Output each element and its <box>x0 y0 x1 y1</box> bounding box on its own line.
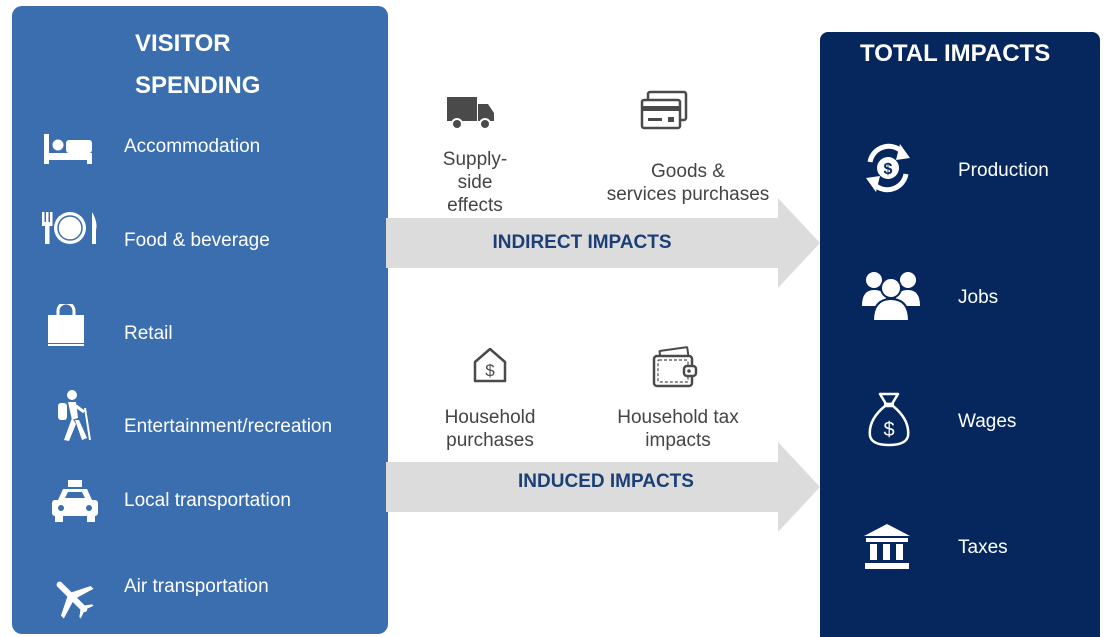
credit-card-icon <box>640 90 688 130</box>
total-impacts-panel <box>820 32 1100 637</box>
svg-text:$: $ <box>883 419 894 441</box>
svg-text:$: $ <box>884 161 893 178</box>
money-bag-icon: $ <box>868 392 910 447</box>
taxi-icon <box>52 480 98 522</box>
bank-building-icon <box>864 524 910 569</box>
cycle-dollar-icon: $ <box>866 143 910 193</box>
impact-wages: Wages <box>958 411 1017 432</box>
category-air-transportation: Air transportation <box>124 576 269 597</box>
category-food-beverage: Food & beverage <box>124 230 270 251</box>
visitor-spending-title-line2: SPENDING <box>135 72 261 99</box>
induced-impacts-arrow <box>386 442 820 532</box>
effect-supply-side: Supply- side effects <box>442 149 508 216</box>
people-icon <box>862 272 920 322</box>
bed-icon <box>44 134 92 164</box>
visitor-spending-title-line1: VISITOR <box>135 30 231 57</box>
shopping-bag-icon <box>48 304 84 346</box>
category-retail: Retail <box>124 323 173 344</box>
house-dollar-icon: $ <box>473 347 507 383</box>
category-local-transportation: Local transportation <box>124 490 291 511</box>
effect-goods-services: Goods & services purchases <box>606 161 770 205</box>
impact-production: Production <box>958 160 1049 181</box>
indirect-impacts-arrow <box>386 198 820 288</box>
impact-jobs: Jobs <box>958 287 999 308</box>
induced-impacts-label: INDUCED IMPACTS <box>518 471 694 492</box>
category-entertainment-recreation: Entertainment/recreation <box>124 416 333 437</box>
truck-icon <box>447 97 494 130</box>
wallet-icon <box>652 346 698 388</box>
effect-household-tax: Household tax impacts <box>617 407 739 451</box>
indirect-impacts-label: INDIRECT IMPACTS <box>492 232 672 253</box>
plate-cutlery-icon <box>42 212 97 244</box>
airplane-icon <box>56 581 94 619</box>
effect-household-purchases: Household purchases <box>444 407 536 451</box>
svg-text:$: $ <box>485 361 495 380</box>
category-accommodation: Accommodation <box>124 136 261 157</box>
impact-taxes: Taxes <box>958 537 1008 558</box>
hiker-icon <box>58 390 91 441</box>
total-impacts-title: TOTAL IMPACTS <box>860 40 1051 67</box>
